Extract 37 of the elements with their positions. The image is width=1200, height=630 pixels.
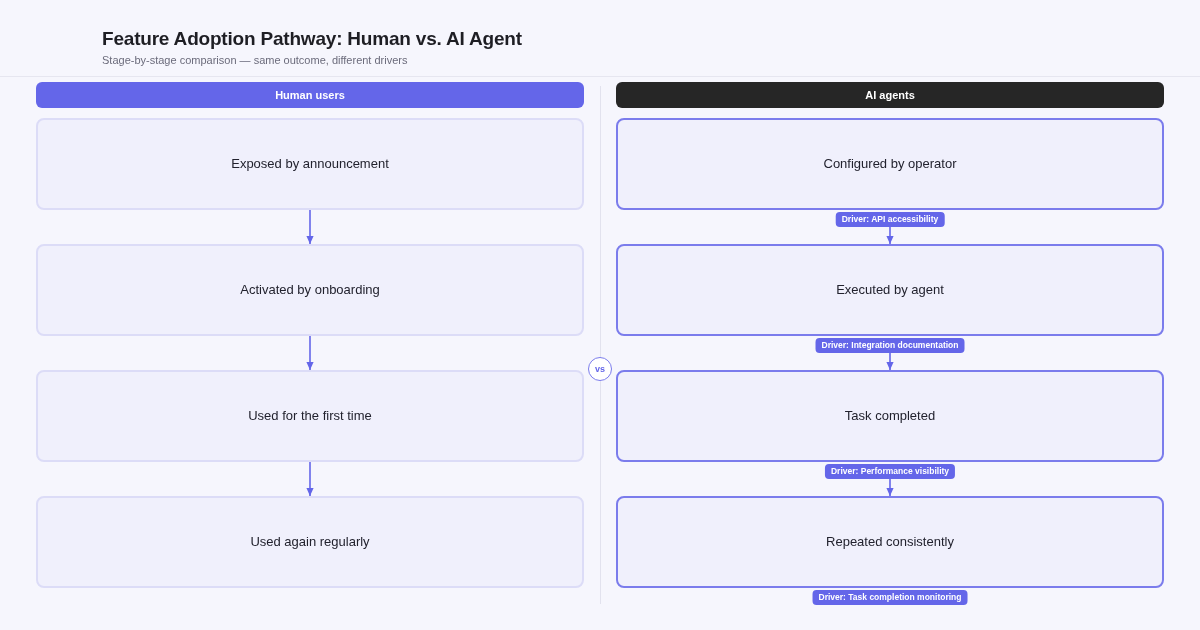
driver-label: Driver: Task completion monitoring bbox=[818, 593, 962, 602]
stage-box bbox=[36, 244, 584, 336]
stage-label: Exposed by announcement bbox=[231, 155, 389, 174]
driver-pill bbox=[812, 590, 968, 605]
stage-box bbox=[616, 370, 1164, 462]
column-title: AI agents bbox=[865, 87, 915, 103]
diagram-title: Feature Adoption Pathway: Human vs. AI Agent bbox=[102, 27, 522, 51]
stage-box bbox=[616, 244, 1164, 336]
stage-box bbox=[36, 118, 584, 210]
driver-label: Driver: Integration documentation bbox=[821, 341, 959, 350]
stage-label: Executed by agent bbox=[836, 281, 944, 300]
arrow bbox=[886, 478, 894, 497]
column-header bbox=[616, 82, 1164, 108]
driver-label: Driver: API accessibility bbox=[841, 215, 939, 224]
stage-box bbox=[616, 496, 1164, 588]
column-header bbox=[36, 82, 584, 108]
stage-label: Activated by onboarding bbox=[240, 281, 380, 300]
subtitle: Stage-by-stage comparison — same outcome, different drivers bbox=[102, 53, 408, 68]
driver-pill bbox=[815, 338, 965, 353]
driver-pill bbox=[835, 212, 945, 227]
stage-box bbox=[616, 118, 1164, 210]
stage-label: Task completed bbox=[844, 407, 936, 426]
stage-label: Used again regularly bbox=[250, 533, 370, 552]
arrow bbox=[306, 335, 314, 371]
stage-box bbox=[36, 496, 584, 588]
arrow bbox=[886, 352, 894, 371]
stage-label: Repeated consistently bbox=[826, 533, 954, 552]
driver-pill bbox=[824, 464, 956, 479]
driver-label: Driver: Performance visibility bbox=[830, 467, 950, 476]
stage-label: Used for the first time bbox=[248, 407, 372, 426]
stage-label: Configured by operator bbox=[823, 155, 957, 174]
column-title: Human users bbox=[275, 87, 345, 103]
arrow bbox=[306, 461, 314, 497]
vs-label: vs bbox=[595, 364, 605, 374]
stage-box bbox=[36, 370, 584, 462]
arrow bbox=[886, 226, 894, 245]
arrow bbox=[306, 209, 314, 245]
